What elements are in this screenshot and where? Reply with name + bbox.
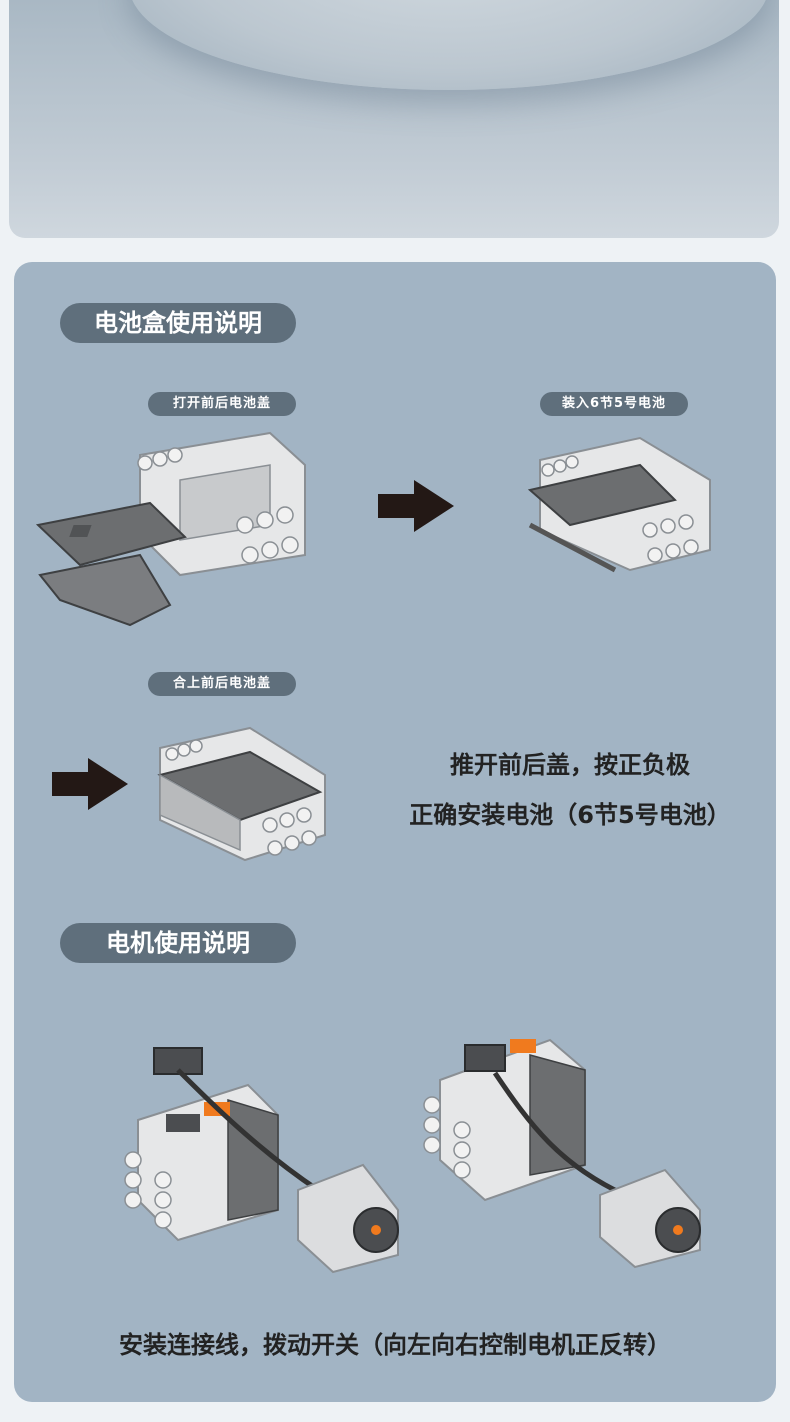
top-product-photo (9, 0, 779, 238)
motor-section-title: 电机使用说明 (60, 923, 296, 963)
motor-instruction: 安装连接线，拨动开关（向左向右控制电机正反转） (119, 1331, 671, 1359)
arrow-right-icon (52, 758, 128, 810)
display-pedestal (129, 0, 769, 90)
step-open-cover-label: 打开前后电池盖 (148, 392, 296, 416)
motor-assembly-icon (423, 1038, 701, 1269)
battery-box-open-icon (35, 431, 306, 627)
battery-box-loaded-icon (527, 436, 711, 573)
battery-box-closed-icon (157, 726, 326, 862)
battery-instruction-line2: 正确安装电池（6节5号电池） (409, 801, 731, 829)
arrow-right-icon (378, 480, 454, 532)
battery-instruction-line1: 推开前后盖，按正负极 (450, 751, 690, 779)
motor-assembly-icon (124, 1047, 399, 1274)
step-insert-batteries-label: 装入6节5号电池 (540, 392, 688, 416)
step-close-cover-label: 合上前后电池盖 (148, 672, 296, 696)
battery-section-title: 电池盒使用说明 (60, 303, 296, 343)
